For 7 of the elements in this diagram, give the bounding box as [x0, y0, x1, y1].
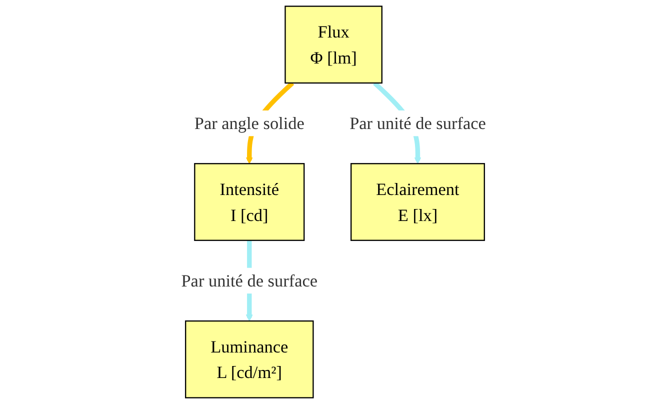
node-box: Eclairement E [lx]	[350, 163, 485, 241]
edge-label: Par unité de surface	[350, 114, 486, 134]
edge-label: Par angle solide	[194, 114, 304, 134]
node-box: Luminance L [cd/m²]	[184, 320, 314, 398]
edge-label: Par unité de surface	[181, 270, 318, 290]
node-box: Flux Φ [lm]	[284, 6, 382, 84]
node-box: Intensité I [cd]	[194, 163, 305, 241]
